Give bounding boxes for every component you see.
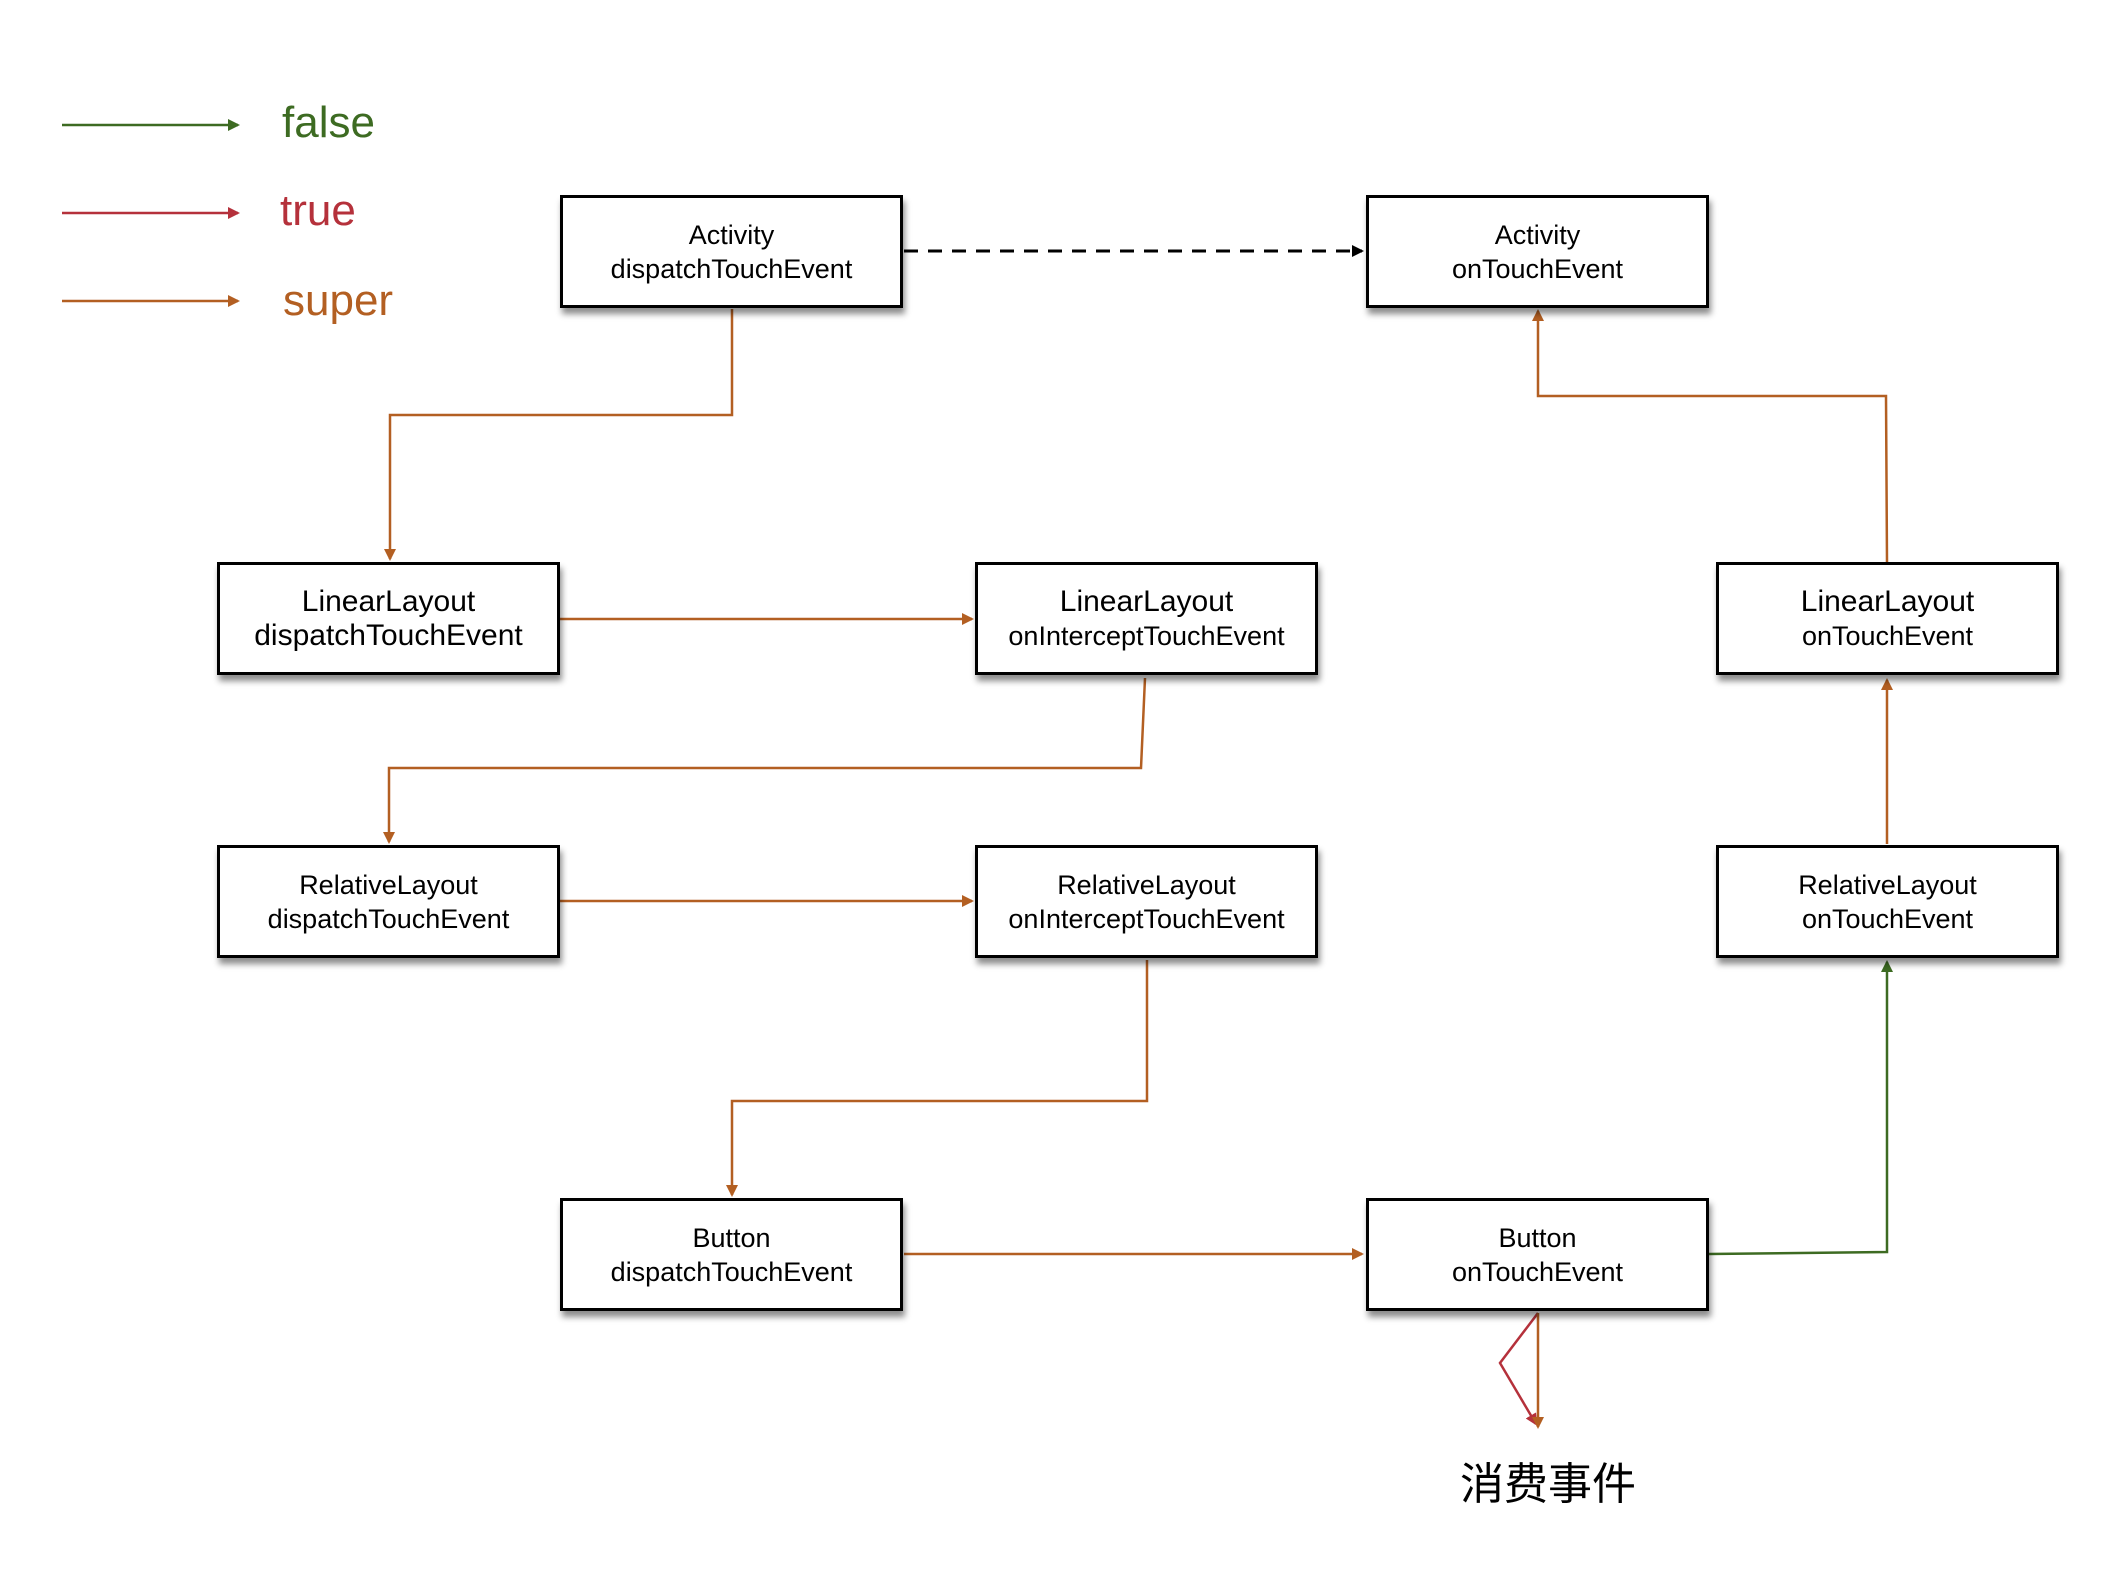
linear-layout-on-touch-event-node: LinearLayout onTouchEvent — [1716, 562, 2059, 675]
edge-linear-intercept-to-relative-dispatch — [383, 677, 1147, 844]
linear-layout-dispatch-touch-event-node: LinearLayout dispatchTouchEvent — [217, 562, 560, 675]
edge-activity-dispatch-to-linear-dispatch — [384, 309, 734, 561]
edge-linear-ontouch-to-activity-ontouch — [1532, 309, 1889, 563]
consume-event-label: 消费事件 — [1460, 1459, 1636, 1510]
relative-layout-on-touch-event-node: RelativeLayout onTouchEvent — [1716, 845, 2059, 958]
node-title: Button — [692, 1222, 771, 1253]
linear-layout-on-intercept-touch-event-node: LinearLayout onInterceptTouchEvent — [975, 562, 1318, 675]
button-on-touch-event-node: Button onTouchEvent — [1366, 1198, 1709, 1311]
node-method: onTouchEvent — [1801, 903, 1974, 934]
legend-false-label: false — [282, 98, 375, 147]
node-method: onInterceptTouchEvent — [1008, 620, 1285, 651]
node-title: LinearLayout — [301, 584, 476, 618]
node-title: RelativeLayout — [1798, 869, 1977, 900]
node-method: onTouchEvent — [1451, 1256, 1624, 1287]
edge-button-ontouch-consume-true — [1498, 1312, 1539, 1426]
node-title: LinearLayout — [1800, 584, 1975, 618]
button-dispatch-touch-event-node: Button dispatchTouchEvent — [560, 1198, 903, 1311]
node-title: Button — [1498, 1222, 1577, 1253]
relative-layout-dispatch-touch-event-node: RelativeLayout dispatchTouchEvent — [217, 845, 560, 958]
legend-true-label: true — [280, 186, 356, 235]
node-title: LinearLayout — [1059, 584, 1234, 618]
node-method: dispatchTouchEvent — [254, 618, 523, 652]
edge-button-ontouch-to-relative-ontouch — [1708, 960, 1893, 1256]
node-title: RelativeLayout — [1057, 869, 1236, 900]
node-method: onInterceptTouchEvent — [1008, 903, 1285, 934]
node-method: onTouchEvent — [1451, 253, 1624, 284]
node-method: dispatchTouchEvent — [267, 903, 510, 934]
node-title: Activity — [1494, 219, 1581, 250]
node-method: dispatchTouchEvent — [610, 253, 853, 284]
relative-layout-on-intercept-touch-event-node: RelativeLayout onInterceptTouchEvent — [975, 845, 1318, 958]
legend-super-label: super — [283, 276, 394, 325]
node-title: RelativeLayout — [299, 869, 478, 900]
node-method: onTouchEvent — [1801, 620, 1974, 651]
edge-relative-intercept-to-button-dispatch — [726, 960, 1149, 1197]
legend-arrows — [62, 119, 240, 307]
node-method: dispatchTouchEvent — [610, 1256, 853, 1287]
activity-dispatch-touch-event-node: Activity dispatchTouchEvent — [560, 195, 903, 308]
node-title: Activity — [688, 219, 775, 250]
activity-on-touch-event-node: Activity onTouchEvent — [1366, 195, 1709, 308]
